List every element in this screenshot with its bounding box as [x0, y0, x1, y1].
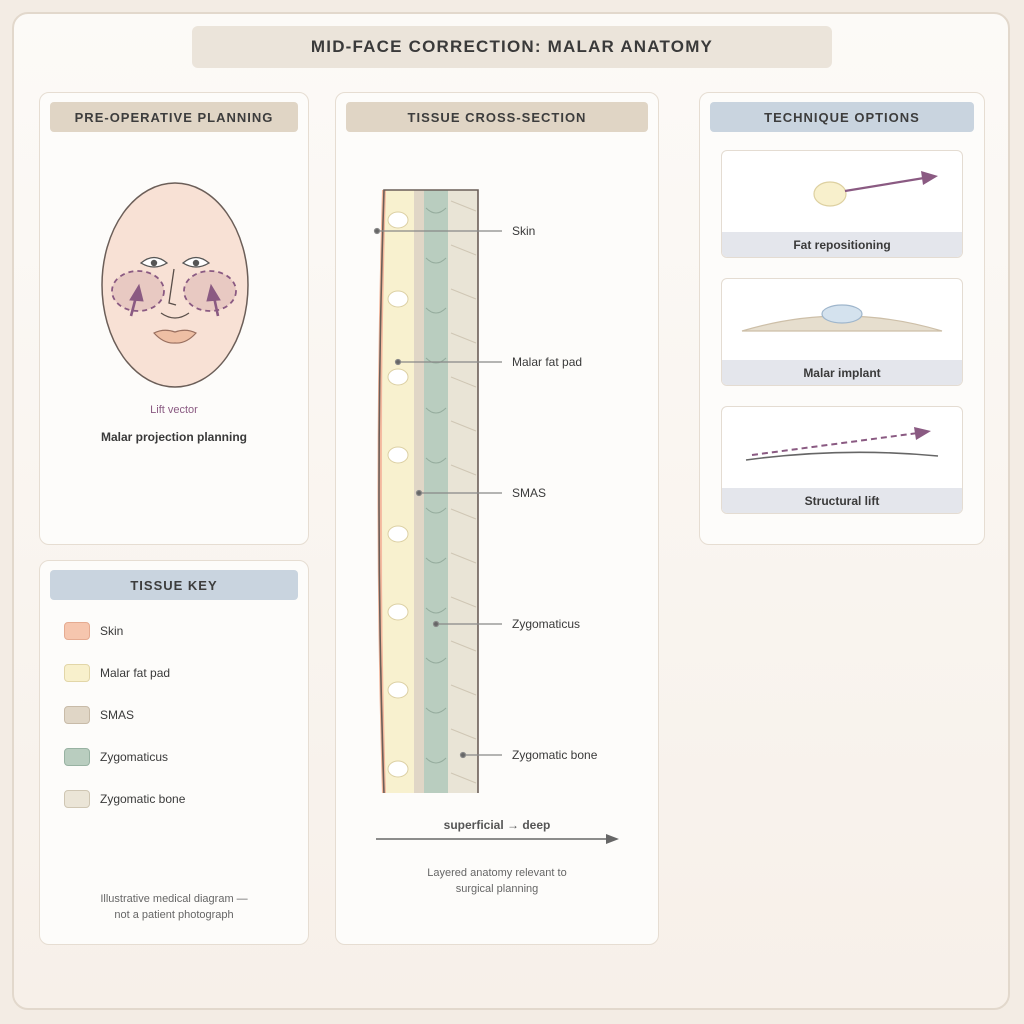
depth-axis-arrow — [376, 834, 619, 844]
cross-section-caption: Layered anatomy relevant to surgical pla… — [336, 865, 658, 897]
tissue-layers-diagram: Skin Malar fat pad SMAS Zygomaticus Zygo… — [373, 189, 598, 793]
technique-card-malar-implant: Malar implant — [721, 278, 963, 386]
layer-label-smas: SMAS — [512, 486, 546, 500]
caption-line-1: Layered anatomy relevant to — [427, 867, 567, 879]
zygomaticus-swatch — [64, 748, 90, 766]
structural-lift-icon — [745, 427, 939, 461]
caption-line-2: surgical planning — [455, 883, 539, 895]
key-label: Zygomaticus — [100, 750, 169, 764]
layer-labels: Skin Malar fat pad SMAS Zygomaticus Zygo… — [512, 224, 598, 762]
key-label: Malar fat pad — [100, 666, 171, 680]
fat-pad-swatch — [64, 664, 90, 682]
zygomaticus-layer — [424, 190, 448, 793]
tissue-key-heading: TISSUE KEY — [50, 570, 298, 600]
lift-vector-caption: Lift vector — [150, 404, 198, 416]
layer-label-zygomatic-bone: Zygomatic bone — [512, 748, 598, 762]
cross-section-outline — [378, 189, 479, 793]
depth-axis-label: superficial → deep — [443, 818, 551, 832]
footnote-line-1: Illustrative medical diagram — — [100, 893, 248, 905]
bone-layer — [448, 190, 478, 793]
footnote-line-2: not a patient photograph — [114, 909, 234, 921]
bone-hatching — [450, 200, 477, 784]
technique-card-fat-repositioning: Fat repositioning — [721, 150, 963, 258]
skin-swatch — [64, 622, 90, 640]
technique-label: Structural lift — [722, 488, 962, 513]
key-label: SMAS — [100, 708, 135, 722]
layer-label-zygomaticus: Zygomaticus — [512, 617, 580, 631]
planning-heading: PRE-OPERATIVE PLANNING — [50, 102, 298, 132]
nose — [168, 268, 177, 306]
planning-panel: PRE-OPERATIVE PLANNING Lift vector Malar… — [39, 92, 309, 545]
face-diagram — [101, 182, 249, 388]
bone-swatch — [64, 790, 90, 808]
cross-section-panel: TISSUE CROSS-SECTION — [335, 92, 659, 945]
key-item-zygomaticus: Zygomaticus — [64, 748, 168, 766]
key-label: Skin — [100, 624, 124, 638]
cross-section-heading: TISSUE CROSS-SECTION — [346, 102, 648, 132]
key-item-zygomatic-bone: Zygomatic bone — [64, 790, 185, 808]
key-item-skin: Skin — [64, 622, 123, 640]
smas-swatch — [64, 706, 90, 724]
face-outline — [101, 182, 249, 388]
fat-lobules — [387, 211, 409, 778]
technique-card-structural-lift: Structural lift — [721, 406, 963, 514]
lift-vector-arrows — [129, 283, 221, 317]
key-item-malar-fat-pad: Malar fat pad — [64, 664, 170, 682]
layer-label-fat-pad: Malar fat pad — [512, 355, 582, 369]
muscle-striations — [425, 207, 447, 764]
technique-label: Malar implant — [722, 360, 962, 385]
lips — [153, 329, 197, 344]
page-title: MID-FACE CORRECTION: MALAR ANATOMY — [192, 26, 832, 68]
fat-pad-layer — [382, 190, 414, 793]
philtrum-curve — [160, 312, 190, 319]
disclaimer-footnote: Illustrative medical diagram — not a pat… — [40, 891, 308, 923]
fat-repositioning-icon — [813, 171, 938, 207]
key-label: Zygomatic bone — [100, 792, 186, 806]
leader-lines — [373, 227, 502, 759]
technique-heading: TECHNIQUE OPTIONS — [710, 102, 974, 132]
technique-panel: TECHNIQUE OPTIONS Fat repositioning Mala… — [699, 92, 985, 545]
technique-label: Fat repositioning — [722, 232, 962, 257]
tissue-key-panel: TISSUE KEY Skin Malar fat pad SMAS Zygom… — [39, 560, 309, 945]
malar-implant-icon — [741, 304, 943, 332]
key-item-smas: SMAS — [64, 706, 134, 724]
planning-caption: Malar projection planning — [100, 430, 247, 444]
layer-label-skin: Skin — [512, 224, 535, 238]
